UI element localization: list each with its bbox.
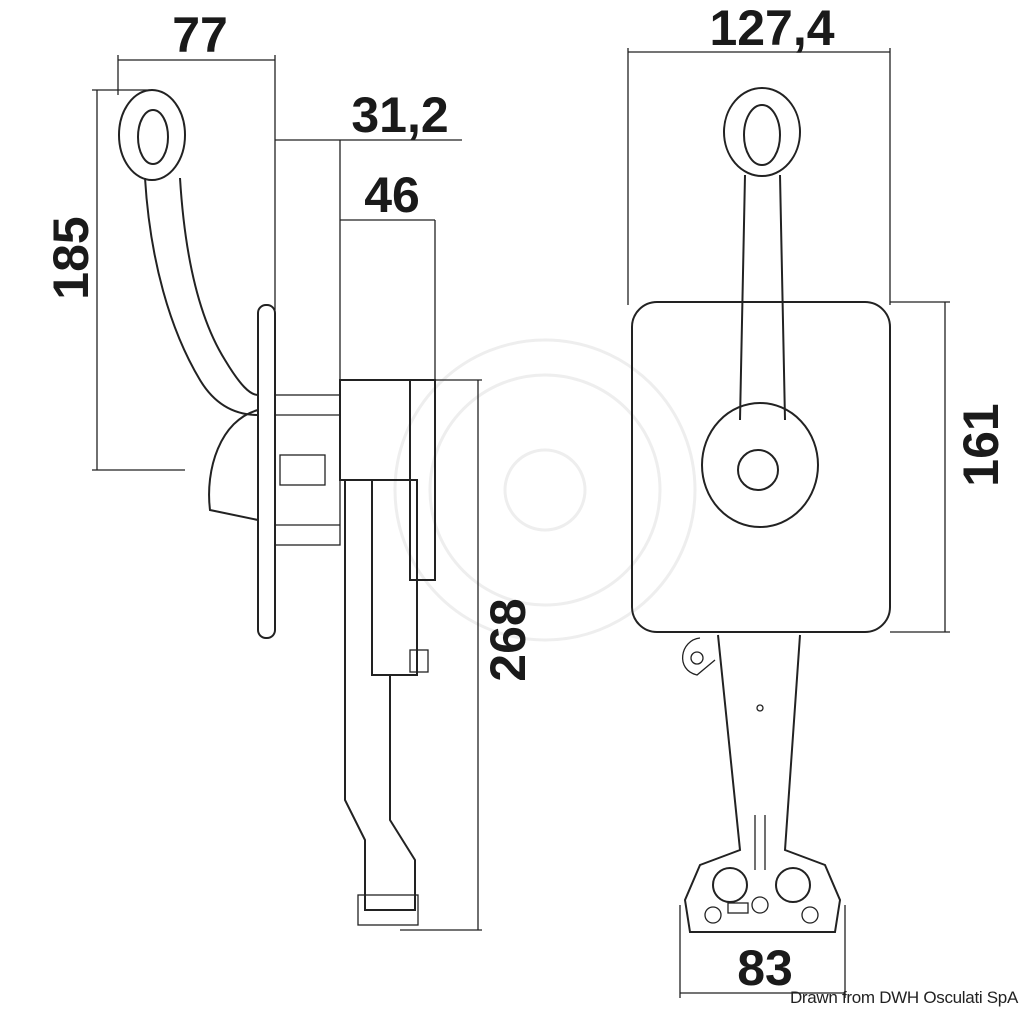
front-view-control [631,87,891,933]
side-view-control [118,89,436,926]
credit-text: Drawn from DWH Osculati SpA [789,988,1018,1007]
dim-front-width: 127,4 [709,0,834,56]
dim-lever-height: 185 [43,216,99,299]
dim-bracket-width: 83 [737,940,793,996]
watermark-ship-wheel [393,338,697,642]
dim-plate-height: 161 [953,403,1009,486]
dim-offset: 31,2 [351,87,448,143]
dim-side-width: 77 [172,7,228,63]
dimension-lines [92,48,950,998]
dim-body-depth: 46 [364,167,420,223]
dim-total-height: 268 [480,598,536,681]
